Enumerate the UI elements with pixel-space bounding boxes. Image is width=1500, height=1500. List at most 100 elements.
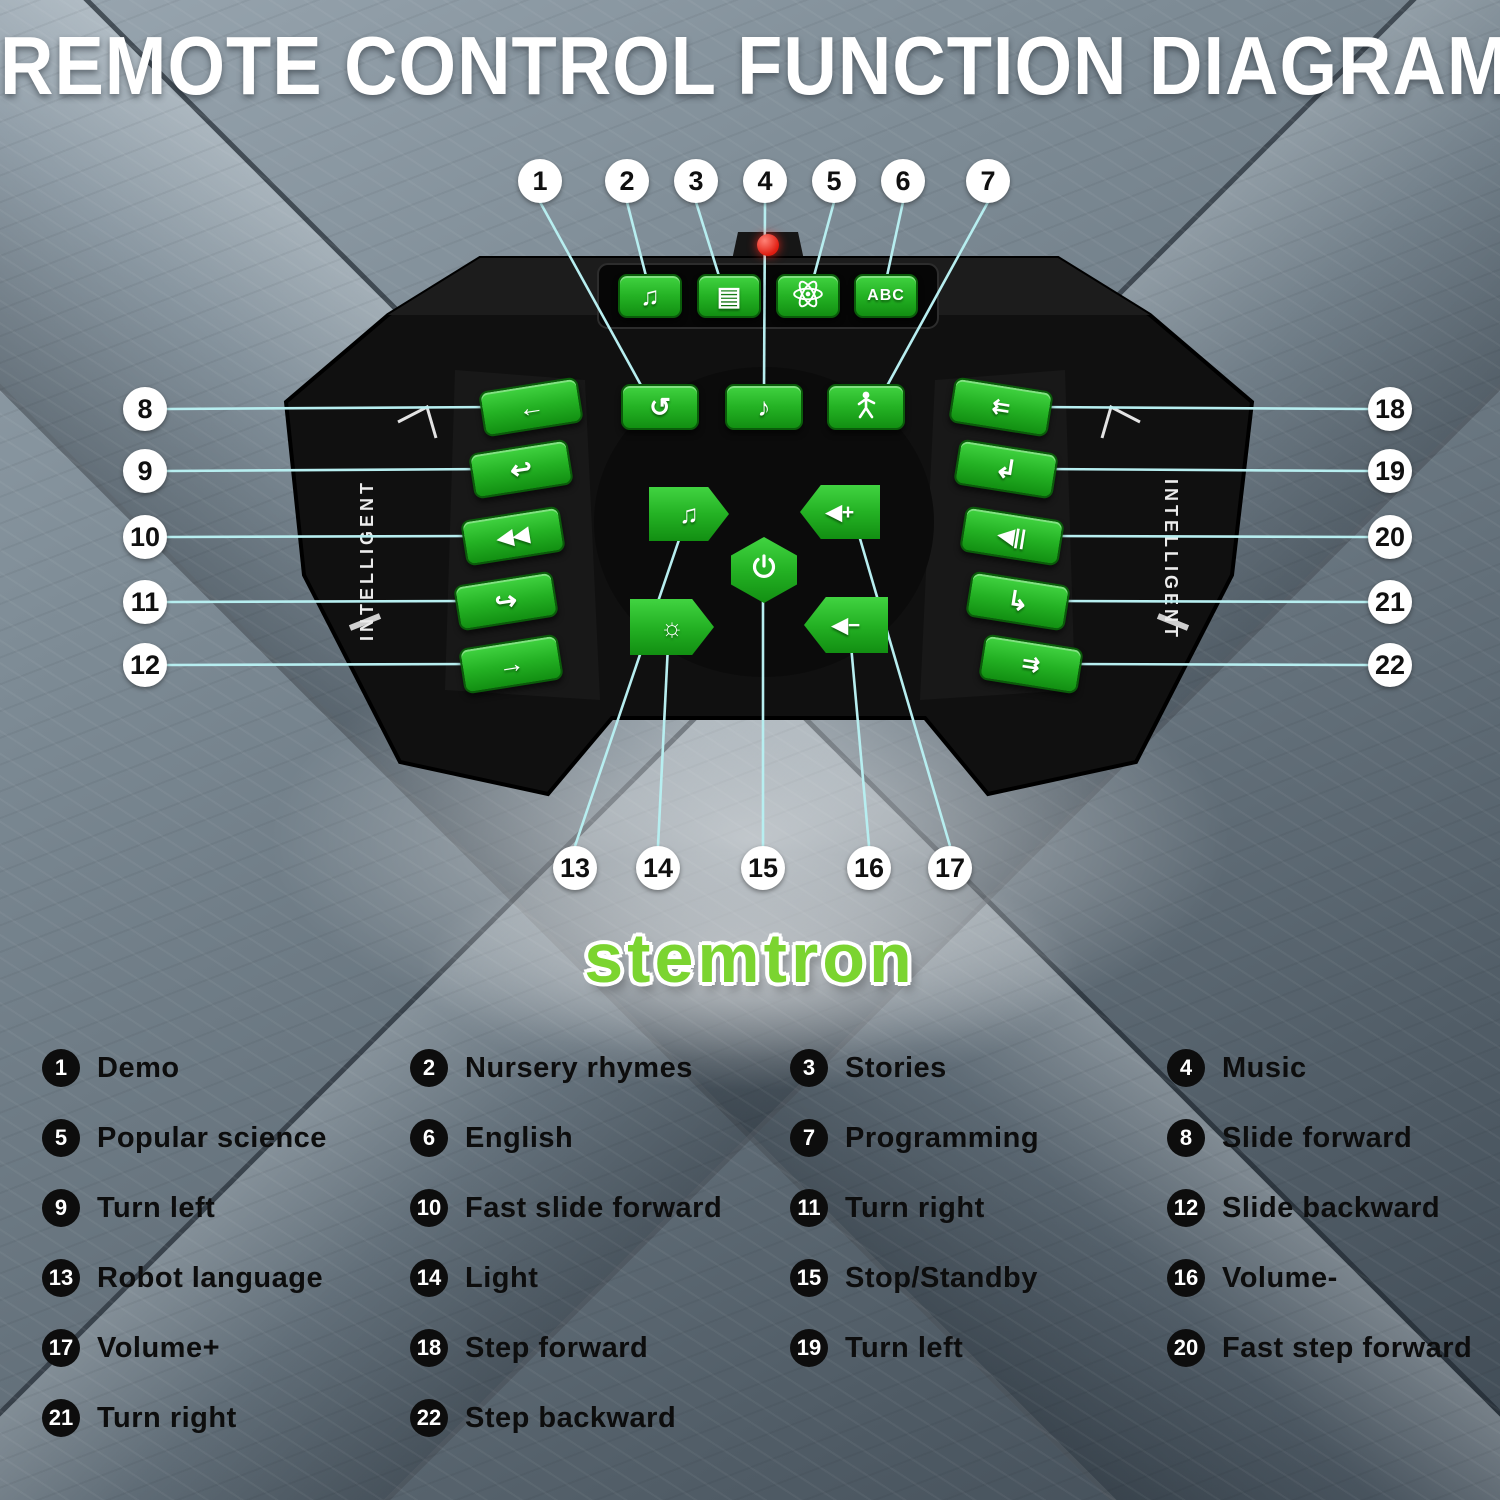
- legend-label: Light: [465, 1261, 539, 1294]
- brand-logo-text: stemtron: [584, 919, 916, 997]
- turn-left-icon: ↲: [992, 452, 1020, 486]
- turn-right-icon: ↪: [492, 584, 520, 618]
- right-wing-decor-bar: [1156, 613, 1190, 631]
- legend-label: Volume+: [97, 1331, 221, 1364]
- loop-icon: ↺: [649, 392, 671, 422]
- turn-left-icon: ↩: [507, 452, 535, 486]
- legend-num: 8: [1167, 1119, 1205, 1157]
- atom-icon: [789, 278, 827, 315]
- double-arrow-left-icon: ◀◀: [495, 522, 531, 550]
- power-icon: [749, 553, 779, 588]
- legend-num: 4: [1167, 1049, 1205, 1087]
- legend-item-10: 10 Fast slide forward: [410, 1189, 790, 1227]
- callout-12: 12: [123, 643, 167, 687]
- turn-right-icon: ↳: [1004, 584, 1032, 618]
- legend-num: 11: [790, 1189, 828, 1227]
- legend-num: 10: [410, 1189, 448, 1227]
- callout-14: 14: [636, 846, 680, 890]
- callout-21: 21: [1368, 580, 1412, 624]
- legend-label: Volume-: [1222, 1261, 1338, 1294]
- legend-item-9: 9 Turn left: [42, 1189, 410, 1227]
- legend-label: Step forward: [465, 1331, 649, 1364]
- callout-16: 16: [847, 846, 891, 890]
- legend-label: Stories: [845, 1051, 947, 1084]
- legend-item-11: 11 Turn right: [790, 1189, 1167, 1227]
- brand-logo: stemtron: [0, 918, 1500, 998]
- power-led: [757, 234, 779, 256]
- legend-label: Turn left: [845, 1331, 964, 1364]
- legend-item-14: 14 Light: [410, 1259, 790, 1297]
- nursery-rhymes-button[interactable]: ♫: [618, 274, 682, 318]
- legend-num: 1: [42, 1049, 80, 1087]
- popular-science-button[interactable]: [776, 274, 840, 318]
- legend-item-6: 6 English: [410, 1119, 790, 1157]
- legend-num: 17: [42, 1329, 80, 1367]
- legend-label: Turn left: [97, 1191, 216, 1224]
- legend-label: Programming: [845, 1121, 1040, 1154]
- legend-label: Turn right: [97, 1401, 237, 1434]
- legend-num: 5: [42, 1119, 80, 1157]
- legend-num: 18: [410, 1329, 448, 1367]
- callout-1: 1: [518, 159, 562, 203]
- legend-num: 15: [790, 1259, 828, 1297]
- legend-item-8: 8 Slide forward: [1167, 1119, 1482, 1157]
- legend-label: Stop/Standby: [845, 1261, 1038, 1294]
- legend-num: 2: [410, 1049, 448, 1087]
- legend-label: Slide forward: [1222, 1121, 1413, 1154]
- legend-num: 19: [790, 1329, 828, 1367]
- legend-item-2: 2 Nursery rhymes: [410, 1049, 790, 1087]
- legend-num: 20: [1167, 1329, 1205, 1367]
- legend-label: Slide backward: [1222, 1191, 1441, 1224]
- legend-item-20: 20 Fast step forward: [1167, 1329, 1482, 1367]
- legend-num: 22: [410, 1399, 448, 1437]
- legend-num: 9: [42, 1189, 80, 1227]
- stories-button[interactable]: ▤: [697, 274, 761, 318]
- demo-button[interactable]: ↺: [621, 384, 699, 430]
- arrow-left-icon: ←: [515, 390, 547, 424]
- programming-button[interactable]: [827, 384, 905, 430]
- legend-num: 14: [410, 1259, 448, 1297]
- legend-label: Music: [1222, 1051, 1307, 1084]
- legend-label: Fast step forward: [1222, 1331, 1473, 1364]
- remote-controller-body: INTELLIGENT INTELLIGENT: [283, 232, 1255, 797]
- dancing-person-icon: [853, 389, 879, 426]
- legend-num: 13: [42, 1259, 80, 1297]
- callout-19: 19: [1368, 449, 1412, 493]
- callout-15: 15: [741, 846, 785, 890]
- left-wing-decor-bar: [348, 613, 382, 631]
- callout-13: 13: [553, 846, 597, 890]
- english-button[interactable]: ABC: [854, 274, 918, 318]
- legend-item-18: 18 Step forward: [410, 1329, 790, 1367]
- legend-item-4: 4 Music: [1167, 1049, 1482, 1087]
- callout-3: 3: [674, 159, 718, 203]
- callout-17: 17: [928, 846, 972, 890]
- legend-label: Popular science: [97, 1121, 327, 1154]
- legend-num: 21: [42, 1399, 80, 1437]
- legend-label: English: [465, 1121, 574, 1154]
- striped-arrow-icon: ◀||: [996, 522, 1028, 550]
- legend-label: Turn right: [845, 1191, 985, 1224]
- legend-label: Fast slide forward: [465, 1191, 723, 1224]
- right-wing-label: INTELLIGENT: [1161, 479, 1181, 641]
- legend-num: 6: [410, 1119, 448, 1157]
- book-icon: ▤: [716, 281, 742, 311]
- legend-label: Nursery rhymes: [465, 1051, 693, 1084]
- callout-8: 8: [123, 387, 167, 431]
- music-note-icon: ♫: [640, 281, 660, 311]
- music-button[interactable]: ♪: [725, 384, 803, 430]
- callout-6: 6: [881, 159, 925, 203]
- callout-5: 5: [812, 159, 856, 203]
- robot-language-button[interactable]: ♫: [649, 487, 729, 541]
- callout-9: 9: [123, 449, 167, 493]
- multi-arrow-icon: ⇇: [990, 394, 1012, 420]
- arrow-right-icon: →: [495, 647, 527, 681]
- legend-item-17: 17 Volume+: [42, 1329, 410, 1367]
